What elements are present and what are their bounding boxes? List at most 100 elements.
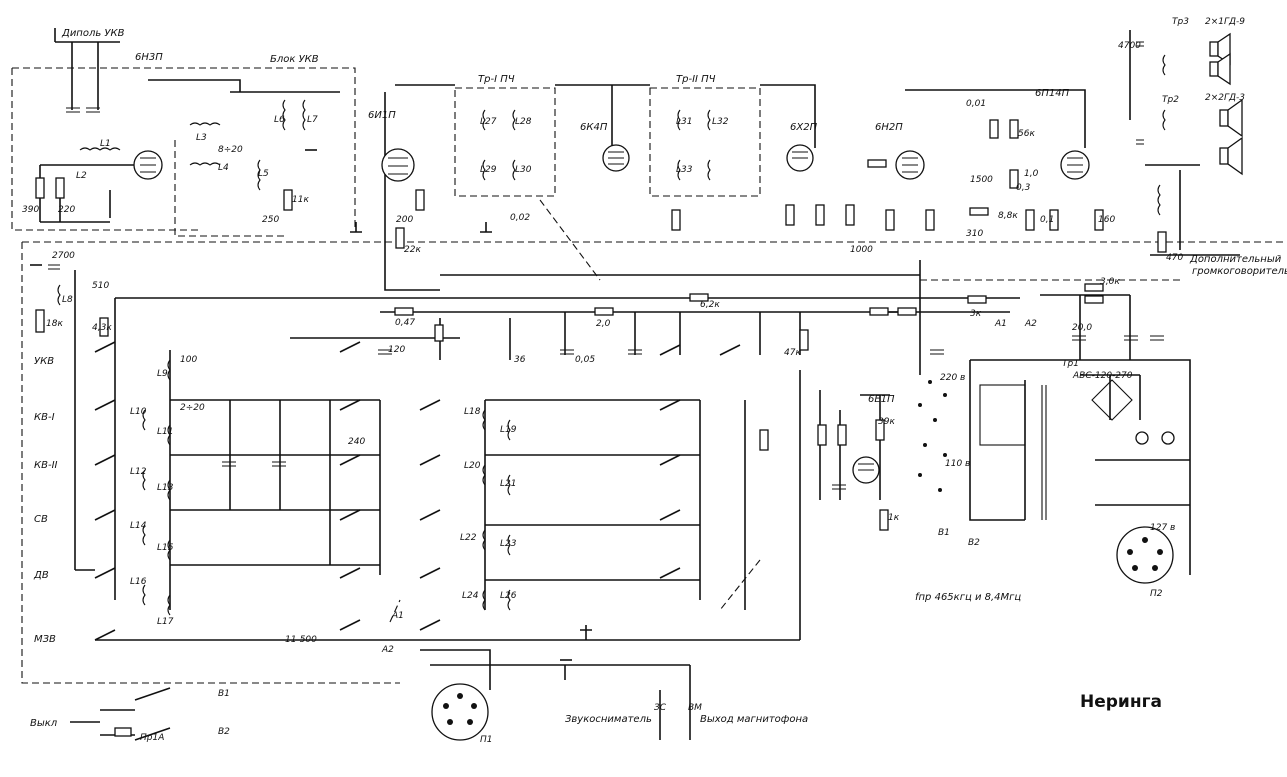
coil-label: L17 <box>157 617 174 627</box>
band-label-dv: ДВ <box>33 570 49 581</box>
connector-a2-lower: А2 <box>381 645 394 655</box>
component-value: 2÷20 <box>180 403 205 413</box>
coil-label: L8 <box>62 295 73 305</box>
coil-label: L10 <box>130 407 147 417</box>
coil-label: L19 <box>500 425 517 435</box>
frequency-note: fпр 465кгц и 8,4Мгц <box>915 592 1021 603</box>
tube-6e1p <box>852 456 880 484</box>
speaker-label-1: 2×1ГД-9 <box>1205 17 1245 27</box>
connector-b2-lower: В2 <box>218 727 230 737</box>
component-value: 0,3 <box>1016 183 1031 193</box>
transformer-label-tr3: Тр3 <box>1172 17 1189 27</box>
coil-label: L23 <box>500 539 517 549</box>
coil-label: L26 <box>500 591 517 601</box>
tube-6n2p <box>895 150 925 180</box>
component-value: 8,8к <box>998 211 1018 221</box>
coil-label: L31 <box>676 117 692 127</box>
ukv-block-label: Блок УКВ <box>270 54 319 65</box>
power-section <box>918 379 1175 584</box>
component-value: 11к <box>292 195 309 205</box>
labels: Неринга fпр 465кгц и 8,4Мгц Блок УКВ Дип… <box>22 17 1287 745</box>
band-label-kv1: КВ-I <box>34 412 55 423</box>
component-value: 18к <box>46 319 63 329</box>
component-value: 1500 <box>970 175 993 185</box>
wiring <box>39 28 1240 740</box>
band-label-mzv: МЗВ <box>34 634 56 645</box>
component-value: 0,1 <box>1040 215 1054 225</box>
component-value: 56к <box>1018 129 1035 139</box>
coil-label: L4 <box>218 163 229 173</box>
tube-6n3p <box>133 150 163 180</box>
component-value: 4700 <box>1118 41 1141 51</box>
coil-label: L22 <box>460 533 477 543</box>
mains-110: 110 в <box>945 459 970 469</box>
coil-label: L20 <box>464 461 481 471</box>
coil-label: L18 <box>464 407 481 417</box>
component-value: 220 <box>58 205 75 215</box>
tube-6i1p <box>381 148 415 182</box>
speaker-2x2gd3 <box>1219 98 1243 176</box>
power-switch <box>70 687 171 741</box>
passive-components <box>35 41 1167 531</box>
component-value: 8÷20 <box>218 145 243 155</box>
coil-label: L12 <box>130 467 147 477</box>
component-value: 11-500 <box>285 635 317 645</box>
speaker-label-2: 2×2ГД-3 <box>1205 93 1245 103</box>
coil-label: L14 <box>130 521 147 531</box>
connector-b1-lower: В1 <box>218 689 230 699</box>
extra-speaker-label-2: громкоговоритель <box>1192 266 1287 277</box>
coil-label: L11 <box>157 427 173 437</box>
mains-127: 127 в <box>1150 523 1175 533</box>
coil-label: L24 <box>462 591 479 601</box>
power-off-label: Выкл <box>30 718 58 729</box>
band-label-kv2: КВ-II <box>34 460 58 471</box>
coil-label: L6 <box>274 115 285 125</box>
component-value: 0,01 <box>966 99 986 109</box>
component-value: 0,47 <box>395 318 415 328</box>
connector-a1-lower: А1 <box>391 611 404 621</box>
plug-p1 <box>431 683 489 741</box>
connector-a2: А2 <box>1024 319 1037 329</box>
coil-label: L3 <box>196 133 207 143</box>
ukv-block-border <box>11 67 1287 684</box>
switch-pr1a-label: Пр1А <box>140 733 164 743</box>
component-value: 39к <box>878 417 895 427</box>
component-value: 160 <box>1098 215 1115 225</box>
band-label-sv: СВ <box>34 514 48 525</box>
coil-label: L21 <box>500 479 516 489</box>
component-value: 2,0 <box>596 319 611 329</box>
component-value: 2700 <box>52 251 75 261</box>
diagram-title: Неринга <box>1080 692 1162 712</box>
if-transformer-boxes <box>454 87 761 197</box>
tube-6p14p <box>1060 150 1090 180</box>
tube-label-6n3p: 6Н3П <box>135 52 163 63</box>
tube-label-6p14p: 6П14П <box>1035 88 1070 99</box>
transformer-label-if2: Тр-II ПЧ <box>676 74 716 85</box>
coil-label: L7 <box>307 115 318 125</box>
plug-p2-label: П2 <box>1150 589 1163 599</box>
gang-links <box>389 199 761 623</box>
component-value: 0,02 <box>510 213 530 223</box>
component-value: 510 <box>92 281 109 291</box>
component-value: 100 <box>180 355 197 365</box>
component-value: 4,3к <box>92 323 112 333</box>
connector-b2: В2 <box>968 538 980 548</box>
coil-label: L29 <box>480 165 497 175</box>
component-value: 120 <box>388 345 405 355</box>
connector-vm: ВМ <box>688 703 702 713</box>
dipole-label: Диполь УКВ <box>61 28 125 39</box>
tube-6k4p <box>602 144 630 172</box>
component-value: 470 <box>1166 253 1183 263</box>
connector-a1: А1 <box>994 319 1007 329</box>
coil-label: L15 <box>157 543 174 553</box>
coil-label: L27 <box>480 117 497 127</box>
connector-b1: В1 <box>938 528 950 538</box>
coil-label: L32 <box>712 117 729 127</box>
component-value: 200 <box>396 215 413 225</box>
coil-label: L1 <box>100 139 111 149</box>
tube-label-6e1p: 6Е1П <box>868 394 895 405</box>
connector-zs: ЗС <box>654 703 667 713</box>
tube-6h2p <box>786 144 814 172</box>
coil-label: L5 <box>258 169 269 179</box>
